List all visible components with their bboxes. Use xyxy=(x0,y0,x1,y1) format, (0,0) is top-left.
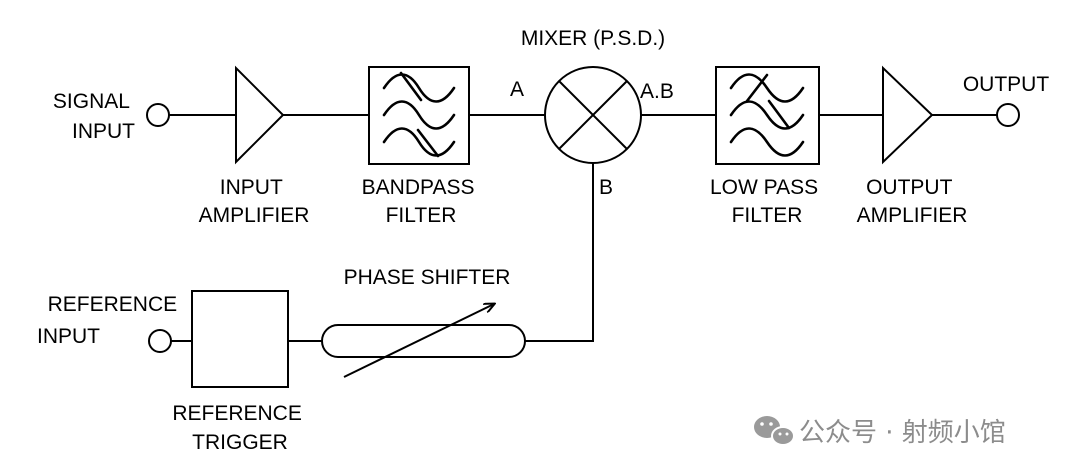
wire-shifter-to-mixer-b xyxy=(525,163,594,342)
wechat-icon xyxy=(754,416,795,446)
output-amplifier-symbol xyxy=(882,65,934,165)
input-amplifier-label: INPUT AMPLIFIER xyxy=(199,176,310,227)
low-pass-filter-block xyxy=(715,66,820,165)
signal-input-terminal xyxy=(146,103,170,127)
phase-shifter-symbol xyxy=(321,304,526,378)
mixer-label: MIXER (P.S.D.) xyxy=(521,27,665,50)
watermark-text: 公众号 · 射频小馆 xyxy=(799,418,1006,448)
output-terminal xyxy=(996,103,1020,127)
port-b-label: B xyxy=(599,176,613,199)
watermark: 公众号 · 射频小馆 xyxy=(754,416,1006,448)
port-ab-label: A.B xyxy=(640,80,674,103)
low-pass-filter-label: LOW PASS FILTER xyxy=(710,176,824,227)
reference-input-label: REFERENCE INPUT xyxy=(37,293,183,348)
signal-input-label: SIGNAL INPUT xyxy=(53,90,135,143)
bandpass-filter-block xyxy=(368,66,470,165)
port-a-label: A xyxy=(510,78,524,101)
output-amplifier-label: OUTPUT AMPLIFIER xyxy=(857,176,968,227)
reference-trigger-label: REFERENCE TRIGGER xyxy=(172,402,307,454)
phase-shifter-label: PHASE SHIFTER xyxy=(344,266,511,289)
reference-input-terminal xyxy=(148,329,172,353)
output-label: OUTPUT xyxy=(963,73,1050,96)
bandpass-filter-label: BANDPASS FILTER xyxy=(362,176,481,227)
reference-trigger-block xyxy=(191,290,289,388)
mixer-symbol xyxy=(544,66,642,164)
input-amplifier-symbol xyxy=(235,65,285,165)
